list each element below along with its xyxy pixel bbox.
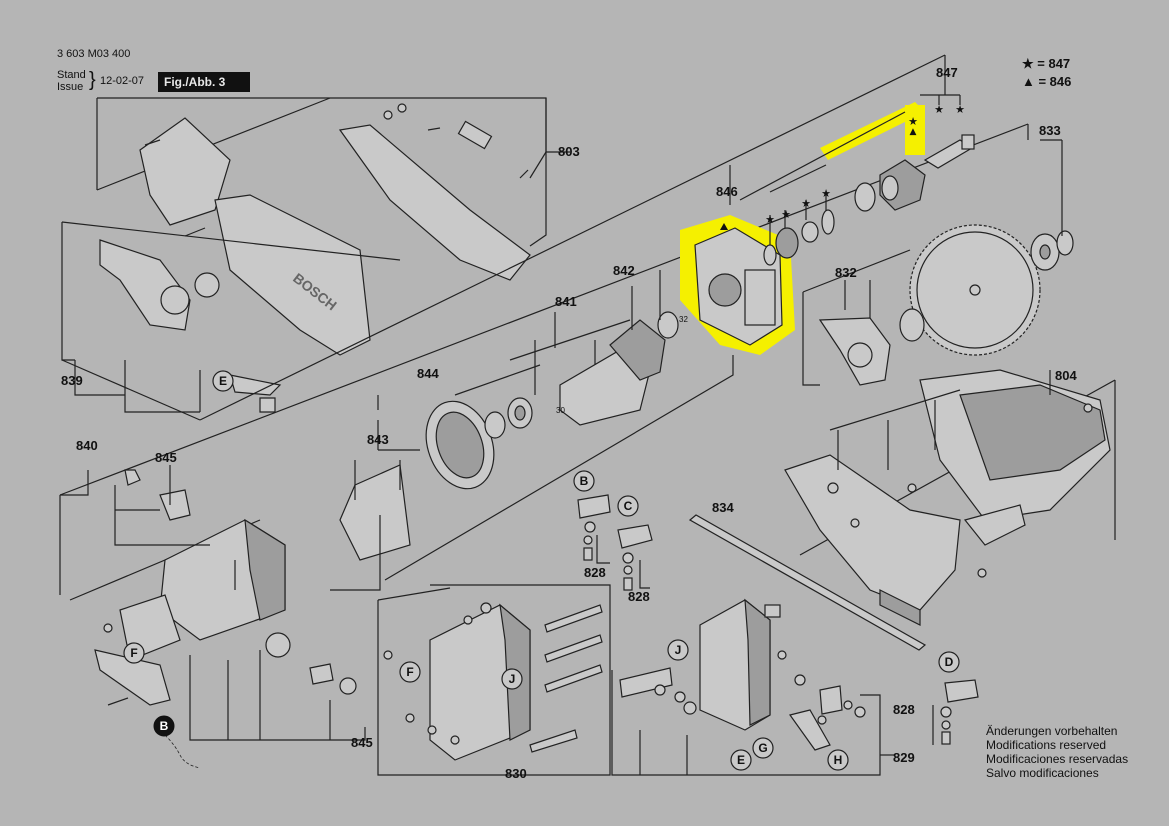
stand-label: Stand <box>57 69 86 81</box>
doc-number: 3 603 M03 400 <box>57 48 131 60</box>
triangle-icon-847: ▲ <box>910 127 917 137</box>
callout-C-1: C <box>624 499 633 513</box>
group-834 <box>688 514 927 651</box>
brace-glyph: } <box>89 69 96 91</box>
label-830: 830 <box>505 766 527 781</box>
group-828-clamps <box>577 494 979 745</box>
callout-J-1: J <box>509 672 516 686</box>
label-846: 846 <box>716 184 738 199</box>
label-828-a: 828 <box>584 565 606 580</box>
star-icon-5: ★ <box>934 103 944 116</box>
callout-E-1: E <box>219 374 227 388</box>
label-833: 833 <box>1039 123 1061 138</box>
issue-label: Issue <box>57 81 84 93</box>
group-830 <box>377 584 611 776</box>
label-804: 804 <box>1055 368 1077 383</box>
star-icon-4: ★ <box>821 187 831 200</box>
label-845-bottom: 845 <box>351 735 373 750</box>
label-841: 841 <box>555 294 577 309</box>
notice-spanish-2: Salvo modificaciones <box>986 766 1099 780</box>
label-839: 839 <box>61 373 83 388</box>
figure-label: Fig./Abb. 3 <box>158 72 250 92</box>
saw-blade <box>899 139 1074 356</box>
group-839 <box>61 221 401 421</box>
group-motor <box>94 311 679 706</box>
callout-D-1: D <box>945 655 954 669</box>
group-846 <box>680 102 926 355</box>
callout-B-1: B <box>160 719 169 733</box>
callout-J-2: J <box>675 643 682 657</box>
callout-E-2: E <box>737 753 745 767</box>
callout-G-1: G <box>758 741 767 755</box>
group-804 <box>784 369 1111 626</box>
group-832 <box>802 249 911 386</box>
label-828-c: 828 <box>893 702 915 717</box>
star-icon-6: ★ <box>955 103 965 116</box>
label-834: 834 <box>712 500 734 515</box>
callout-F-2: F <box>406 665 413 679</box>
part-labels: 803 846 847 833 842 841 832 839 844 804 … <box>61 65 1077 781</box>
label-828-b: 828 <box>628 589 650 604</box>
modifications-notice: Änderungen vorbehalten Modifications res… <box>986 724 1128 780</box>
label-842: 842 <box>613 263 635 278</box>
label-845-top: 845 <box>155 450 177 465</box>
callout-F-1: F <box>130 646 137 660</box>
label-840: 840 <box>76 438 98 453</box>
label-829: 829 <box>893 750 915 765</box>
leader-lines <box>234 165 1051 591</box>
label-844: 844 <box>417 366 439 381</box>
group-829 <box>611 598 895 776</box>
star-icon-3: ★ <box>801 197 811 210</box>
notice-english: Modifications reserved <box>986 738 1107 752</box>
group-803: BOSCH <box>96 97 570 356</box>
notice-german: Änderungen vorbehalten <box>986 724 1118 738</box>
letter-callouts: E F B B C F J J D E G H <box>123 370 960 771</box>
group-847: ★ ★ ★ ★ ★ ★ ★ ▲ <box>763 94 975 266</box>
callout-H-1: H <box>834 753 843 767</box>
issue-date: 12-02-07 <box>100 75 145 87</box>
triangle-icon-846 <box>720 223 728 230</box>
label-832: 832 <box>835 265 857 280</box>
label-847: 847 <box>936 65 958 80</box>
label-843: 843 <box>367 432 389 447</box>
star-icon-2: ★ <box>781 208 791 221</box>
star-icon-1: ★ <box>765 213 775 226</box>
small-number-32: 32 <box>679 315 688 324</box>
legend-star-847: ★ = 847 <box>1022 56 1071 71</box>
callout-B-2: B <box>580 474 589 488</box>
small-number-30: 30 <box>556 406 565 415</box>
notice-spanish-1: Modificaciones reservadas <box>986 752 1129 766</box>
group-840-845 <box>60 465 366 769</box>
label-803: 803 <box>558 144 580 159</box>
legend-triangle-846: ▲ = 846 <box>1022 74 1072 89</box>
star-icon-7: ★ <box>908 115 918 128</box>
